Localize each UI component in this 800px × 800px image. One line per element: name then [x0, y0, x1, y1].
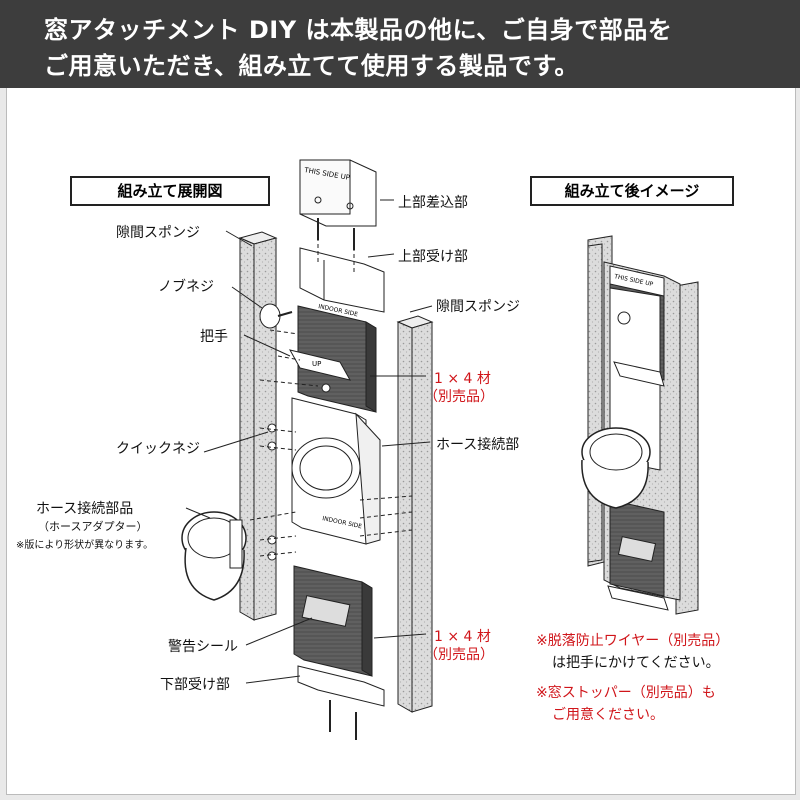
note-wire-line-2: は把手にかけてください。: [552, 655, 720, 671]
label-lumber-2-note: （別売品）: [424, 647, 494, 663]
leader-lines-left: [185, 199, 433, 684]
label-handle: 把手: [200, 329, 228, 345]
hose-connection-plate: INDOOR SIDE: [291, 397, 381, 545]
label-lumber-1-note: （別売品）: [424, 389, 494, 405]
upper-receiver-part: INDOOR SIDE: [299, 247, 385, 318]
hose-adapter: [181, 511, 247, 601]
label-knob-screw: ノブネジ: [158, 279, 214, 295]
lower-receiver-part: [297, 665, 385, 740]
exploded-view-heading: 組み立て展開図: [70, 176, 270, 206]
header-banner: 窓アタッチメント DIY は本製品の他に、ご自身で部品を ご用意いただき、組み立…: [0, 0, 800, 88]
label-upper-insert: 上部差込部: [398, 195, 468, 211]
assembled-view-heading: 組み立て後イメージ: [530, 176, 734, 206]
gap-sponge-left: [238, 231, 278, 621]
label-lower-receiver: 下部受け部: [160, 677, 230, 693]
label-quick-screw: クイックネジ: [116, 441, 200, 457]
label-shape-note: ※版により形状が異なります。: [16, 540, 154, 551]
alignment-guides: [249, 230, 413, 557]
note-wire-line-1: ※脱落防止ワイヤー（別売品）: [536, 633, 730, 649]
note-stopper-line-1: ※窓ストッパー（別売品）も: [536, 685, 716, 701]
banner-line-2: ご用意いただき、組み立てて使用する製品です。: [44, 52, 579, 80]
handle-part: UP: [289, 349, 351, 381]
label-gap-sponge-1: 隙間スポンジ: [116, 225, 200, 241]
up-text-1: UP: [312, 360, 321, 368]
lumber-lower: [293, 565, 373, 677]
label-hose-connection: ホース接続部: [436, 437, 520, 453]
gap-sponge-right: [396, 315, 434, 713]
label-upper-receiver: 上部受け部: [398, 249, 468, 265]
label-hose-adapter: （ホースアダプター）: [38, 520, 148, 533]
banner-line-1: 窓アタッチメント DIY は本製品の他に、ご自身で部品を: [44, 16, 673, 44]
label-lumber-1: 1 × 4 材: [434, 371, 491, 387]
note-stopper-line-2: ご用意ください。: [552, 707, 664, 723]
knob-screw: [259, 303, 293, 329]
upper-insert-part: THIS SIDE UP: [299, 159, 377, 227]
label-hose-part: ホース接続部品: [36, 501, 134, 517]
label-lumber-2: 1 × 4 材: [434, 629, 491, 645]
label-warning-seal: 警告シール: [168, 639, 238, 655]
screws-upper: [317, 218, 355, 250]
label-gap-sponge-2: 隙間スポンジ: [436, 299, 520, 315]
assembled-image: THIS SIDE UP: [581, 235, 699, 615]
